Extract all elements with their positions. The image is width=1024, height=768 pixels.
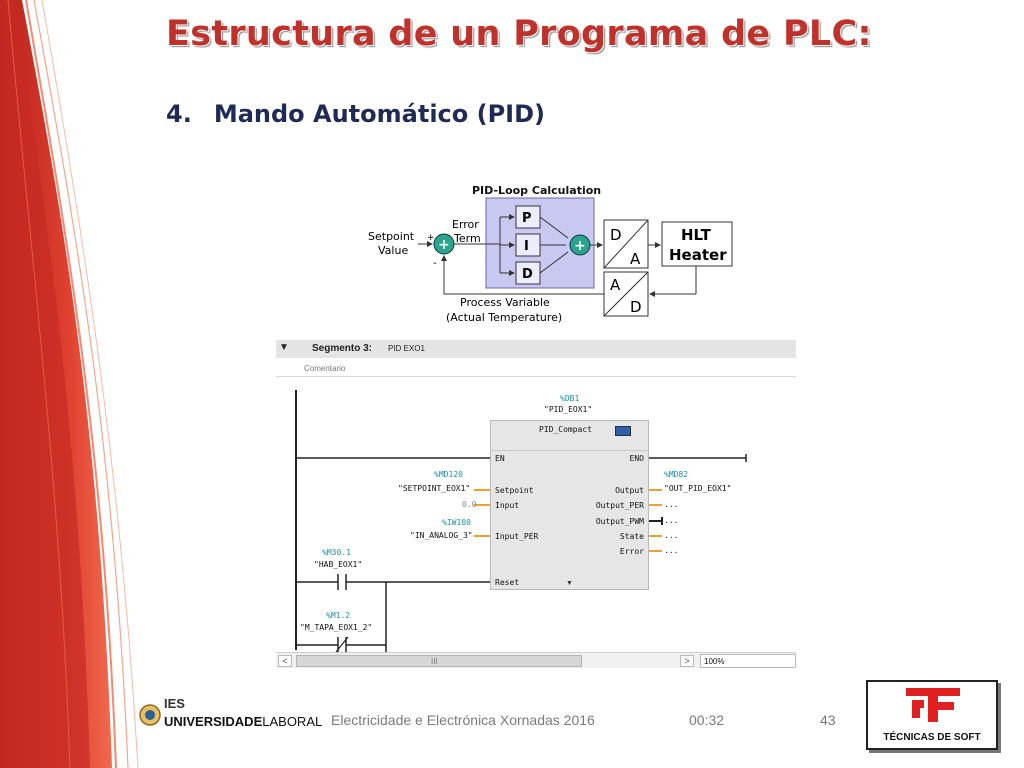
svg-text:+: + [438,237,450,253]
output-pwm-unconnected[interactable]: ... [664,516,679,525]
pin-eno: ENO [629,454,644,463]
pid-heading: PID-Loop Calculation [472,184,601,197]
setpoint-tag[interactable]: "SETPOINT_EOX1" [398,484,471,493]
svg-text:Process Variable: Process Variable [460,296,550,309]
item-number: 4. [166,100,192,128]
footer-page-number: 43 [820,712,836,728]
pin-input: Input [495,501,520,510]
svg-text:+: + [574,238,586,254]
d-label: D [522,267,533,282]
scroll-thumb[interactable]: III [296,655,582,667]
setpoint-label-2: Value [378,244,408,257]
footer-event: Electricidade e Electrónica Xornadas 201… [331,712,595,728]
pin-output-per: Output_PER [595,501,644,510]
ies-name: UNIVERSIDADELABORAL [164,714,323,729]
ies-logo: IES UNIVERSIDADELABORAL [136,694,322,744]
scroll-right-icon[interactable]: > [680,655,694,667]
pin-error: Error [619,547,644,556]
heater-block [661,221,733,267]
pin-output: Output [615,486,644,495]
setpoint-address[interactable]: %MD120 [434,470,463,479]
output-per-unconnected[interactable]: ... [664,500,679,509]
ladder-wiring [295,390,747,652]
seal-icon [139,704,161,726]
comment-divider [276,376,796,377]
tia-ladder-window: ▼ Segmento 3: PID EXO1 Comentario [276,340,796,668]
company-name: TÉCNICAS DE SOFT [883,732,981,743]
scroll-grip: III [431,657,438,666]
svg-text:(Actual Temperature): (Actual Temperature) [446,311,562,324]
contact1-tag[interactable]: "HAB_EOX1" [314,560,363,569]
pin-en: EN [495,454,505,463]
segment-header[interactable]: ▼ Segmento 3: PID EXO1 [276,340,796,358]
contact2-address[interactable]: %M1.2 [326,611,351,620]
i-label: I [524,239,529,254]
pid-compact-block[interactable]: PID_Compact EN Setpoint Input Input_PER … [490,420,649,590]
db-name[interactable]: "PID_EOX1" [544,405,593,414]
setpoint-label-1: Setpoint [368,230,415,243]
ies-label: IES [164,696,185,711]
segment-name: PID EXO1 [388,344,425,353]
left-decorative-band [0,0,139,768]
collapse-arrow-icon[interactable]: ▼ [279,342,289,353]
output-address[interactable]: %MD82 [664,470,689,479]
segment-label: Segmento 3: [312,343,373,354]
expand-arrow-icon[interactable]: ▼ [566,580,573,587]
pid-loop-diagram: PID-Loop Calculation P I D Setpoint Valu… [368,184,733,324]
block-title: PID_Compact [539,425,592,434]
svg-text:Heater: Heater [669,246,727,264]
footer-time: 00:32 [689,712,725,728]
svg-text:HLT: HLT [681,226,712,244]
pin-reset: Reset [495,578,520,587]
segment-comment[interactable]: Comentario [304,364,346,373]
contact2-tag[interactable]: "M_TAPA_EOX1_2" [300,623,373,632]
pin-input-per: Input_PER [495,532,539,541]
svg-text:A: A [610,276,621,294]
input-per-address[interactable]: %IW100 [442,518,471,527]
svg-text:+: + [427,233,435,243]
block-header: PID_Compact [491,421,648,451]
pin-output-pwm: Output_PWM [595,517,644,526]
svg-text:D: D [610,226,622,244]
horizontal-scrollbar[interactable]: < III > 100% [276,652,796,668]
error-label-2: Term [453,232,481,245]
error-unconnected[interactable]: ... [664,546,679,555]
ts-emblem-icon [906,688,960,722]
item-label: Mando Automático (PID) [213,100,545,128]
scroll-left-icon[interactable]: < [278,655,292,667]
p-label: P [522,211,532,226]
zoom-field[interactable]: 100% [700,654,796,668]
svg-text:D: D [630,298,642,316]
svg-text:-: - [433,258,437,269]
pin-setpoint: Setpoint [495,486,534,495]
input-per-tag[interactable]: "IN_ANALOG_3" [410,531,473,540]
input-value[interactable]: 0.0 [462,500,477,509]
svg-text:A: A [630,250,641,268]
state-unconnected[interactable]: ... [664,531,679,540]
pin-state: State [619,532,644,541]
slide-title: Estructura de un Programa de PLC: [166,14,872,54]
slide-subtitle: 4. Mando Automático (PID) [166,100,545,128]
block-tools-icon[interactable] [615,426,631,436]
contact1-address[interactable]: %M30.1 [322,548,351,557]
error-label-1: Error [452,218,479,231]
db-address[interactable]: %DB1 [560,394,580,403]
output-tag[interactable]: "OUT_PID_EOX1" [664,484,732,493]
tecnicas-de-soft-logo: TÉCNICAS DE SOFT [866,680,998,750]
